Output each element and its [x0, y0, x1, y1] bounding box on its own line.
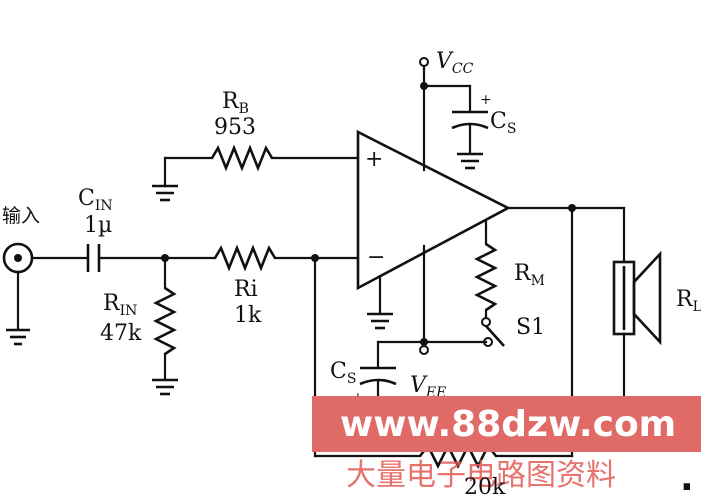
cin-label: CIN — [78, 186, 113, 214]
capacitor-cs-top — [451, 110, 489, 130]
rf-value: 20k — [464, 475, 506, 496]
switch-s1 — [485, 325, 505, 347]
s1-label: S1 — [516, 315, 545, 340]
rb-value: 953 — [214, 115, 256, 140]
speaker-rl — [612, 250, 662, 346]
ground-rin — [152, 378, 178, 396]
resistor-ri — [213, 244, 277, 272]
watermark-chinese: 大量电子电路图资料 — [346, 458, 616, 493]
capacitor-cin — [86, 244, 101, 272]
ground-opamp — [367, 312, 393, 330]
rl-label: RL — [676, 287, 701, 315]
resistor-rm — [474, 242, 498, 312]
input-label: 输入 — [2, 205, 40, 227]
cs-top-plus: + — [480, 92, 492, 108]
resistor-rf — [418, 443, 498, 469]
junction-dot — [420, 82, 428, 90]
minus-sign: − — [367, 245, 385, 270]
switch-contact — [481, 317, 491, 327]
rb-label: RB — [222, 89, 249, 117]
cs-top-label: CS — [490, 109, 516, 137]
cin-value: 1µ — [84, 213, 112, 238]
vee-terminal — [419, 345, 429, 355]
resistor-rb — [210, 144, 274, 172]
resistor-rin — [153, 286, 177, 356]
rin-label: RIN — [103, 291, 137, 319]
op-amp — [356, 129, 511, 291]
capacitor-cs-bottom — [359, 366, 397, 386]
rm-label: RM — [514, 261, 545, 289]
vcc-terminal — [419, 57, 429, 67]
switch-contact — [483, 337, 493, 347]
watermark-url: www.88dzw.com — [340, 404, 676, 445]
cs-bottom-label: CS — [330, 359, 356, 387]
vcc-label: VCC — [436, 49, 474, 77]
input-jack — [2, 242, 34, 346]
rin-value: 47k — [100, 321, 142, 346]
ground-rb — [152, 156, 178, 202]
ri-value: 1k — [234, 303, 262, 328]
watermark: www.88dzw.com 大量电子电路图资料 20k . — [312, 396, 701, 496]
ground-cs-top — [457, 152, 483, 170]
watermark-dot: . — [680, 458, 694, 496]
plus-sign: + — [365, 147, 383, 172]
ri-label: Ri — [234, 277, 258, 302]
